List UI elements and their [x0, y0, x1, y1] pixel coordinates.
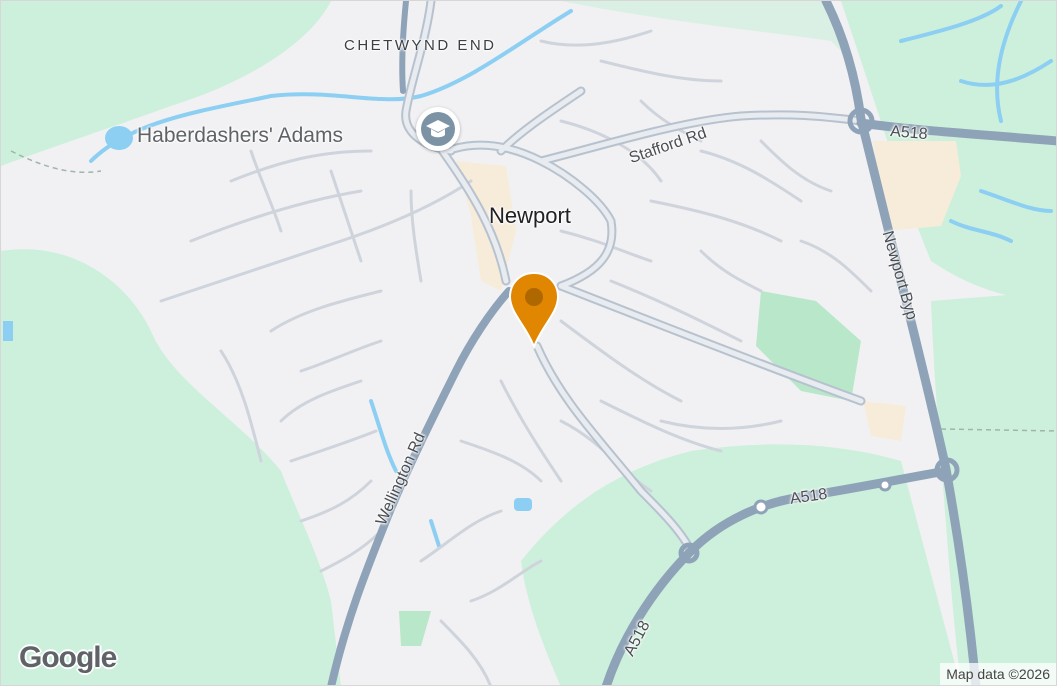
roundabout-s: [678, 542, 700, 564]
school-icon[interactable]: [416, 107, 460, 151]
secondary-roads: [401, 1, 866, 556]
map-attribution[interactable]: Map data ©2026: [940, 663, 1056, 685]
roundabout-ne: [847, 107, 875, 135]
area-label-chetwynd-end: CHETWYND END: [344, 37, 497, 54]
location-pin-icon[interactable]: [507, 271, 561, 351]
roundabout-mid2: [878, 478, 892, 492]
pond: [105, 126, 133, 150]
poi-label-school[interactable]: Haberdashers' Adams: [137, 124, 343, 147]
minor-streets: [159, 29, 873, 685]
pond-small: [514, 498, 532, 511]
boundary-line: [940, 428, 1056, 432]
waterways: [89, 1, 1053, 548]
pond-left: [3, 321, 13, 341]
roundabout-se: [934, 457, 960, 483]
place-label-newport[interactable]: Newport: [489, 203, 571, 228]
road-label-a518-ne: A518: [889, 123, 929, 144]
boundary-line-2: [10, 150, 102, 174]
google-logo[interactable]: Google: [19, 641, 117, 674]
major-roads: [327, 1, 1056, 685]
roundabout-mid: [753, 499, 769, 515]
